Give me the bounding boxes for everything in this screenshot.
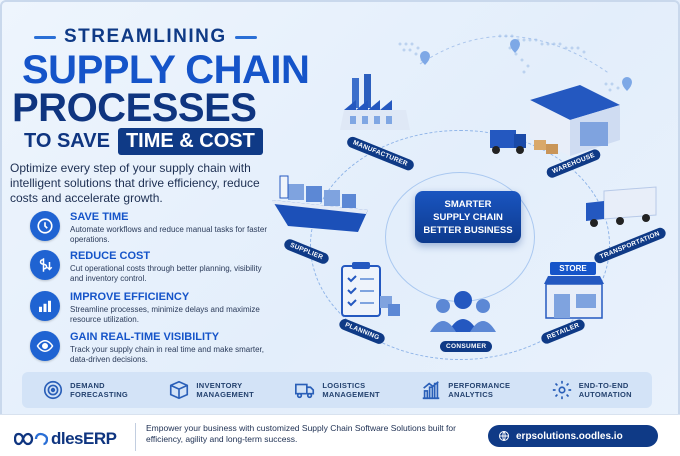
cargo-ship-icon [272,175,368,232]
store-building [544,276,604,319]
hub-line2: SUPPLY CHAIN [433,212,503,223]
benefit-desc: Automate workflows and reduce manual tas… [70,225,267,244]
footer-tagline: Empower your business with customized Su… [146,423,456,444]
website-link[interactable]: erpsolutions.oodles.io [488,425,658,447]
target-icon [44,380,63,400]
dollar-arrow-icon [30,250,60,280]
node-label-consumer: CONSUMER [440,341,493,352]
eyebrow-bar-right [234,35,257,39]
feature-line1: END-TO-END [578,381,629,390]
hub-line3: BETTER BUSINESS [423,225,513,236]
title-line2: PROCESSES [12,86,257,130]
eyebrow-text: STREAMLINING [64,26,227,47]
benefit-desc: Track your supply chain in real time and… [70,345,265,364]
logo-text: dlesERP [51,429,117,448]
world-map-graphic [398,34,632,92]
feature-line1: LOGISTICS [322,381,366,390]
clock-icon [30,211,60,241]
clipboard-icon [341,262,400,317]
subtitle: TO SAVE TIME & COST [24,128,263,155]
box-icon [170,380,189,400]
feature-line1: PERFORMANCE [448,381,511,390]
truck-small-icon [295,383,315,399]
benefit-reduce-cost: REDUCE COST Cut operational costs throug… [30,250,270,284]
analytics-icon [423,381,440,400]
factory-icon [340,74,410,130]
gear-icon [552,380,571,400]
hub-line1: SMARTER [444,199,492,210]
benefit-desc: Streamline processes, minimize delays an… [70,305,260,324]
feature-line2: ANALYTICS [448,390,494,399]
benefit-improve-efficiency: IMPROVE EFFICIENCY Streamline processes,… [30,291,270,325]
title-line1: SUPPLY CHAIN [22,48,310,92]
eyebrow-bar-left [34,35,56,39]
subtitle-lead: TO SAVE [24,130,110,152]
benefit-title: SAVE TIME [70,211,129,223]
central-hub: SMARTER SUPPLY CHAIN BETTER BUSINESS [415,191,521,243]
store-icon: STORE [540,262,610,322]
footer: dlesERP Empower your business with custo… [0,414,680,456]
truck-icon [586,186,657,227]
outer-ring [310,130,610,360]
bar-chart-icon [30,291,60,321]
warehouse-icon [490,85,620,156]
benefit-title: IMPROVE EFFICIENCY [70,291,190,303]
feature-line2: MANAGEMENT [196,390,254,399]
benefit-title: REDUCE COST [70,250,151,262]
feature-line1: DEMAND [70,381,105,390]
feature-line2: FORECASTING [70,390,129,399]
globe-icon [499,431,509,441]
eyebrow: STREAMLINING [34,26,257,48]
feature-line2: MANAGEMENT [322,390,380,399]
infinity-logo-icon [14,432,48,446]
intro-text: Optimize every step of your supply chain… [10,161,260,205]
feature-line1: INVENTORY [196,381,243,390]
benefit-desc: Cut operational costs through better pla… [70,264,262,283]
oodles-logo[interactable]: dlesERP [14,429,117,449]
website-url: erpsolutions.oodles.io [516,430,623,442]
benefit-title: GAIN REAL-TIME VISIBILITY [70,331,220,343]
benefit-save-time: SAVE TIME Automate workflows and reduce … [30,211,270,245]
store-sign: STORE [550,262,596,275]
feature-line2: AUTOMATION [578,390,632,399]
benefit-visibility: GAIN REAL-TIME VISIBILITY Track your sup… [30,331,270,365]
subtitle-highlight: TIME & COST [117,128,263,155]
eye-icon [30,331,60,361]
consumer-group-icon [430,291,496,332]
footer-divider [135,423,136,451]
